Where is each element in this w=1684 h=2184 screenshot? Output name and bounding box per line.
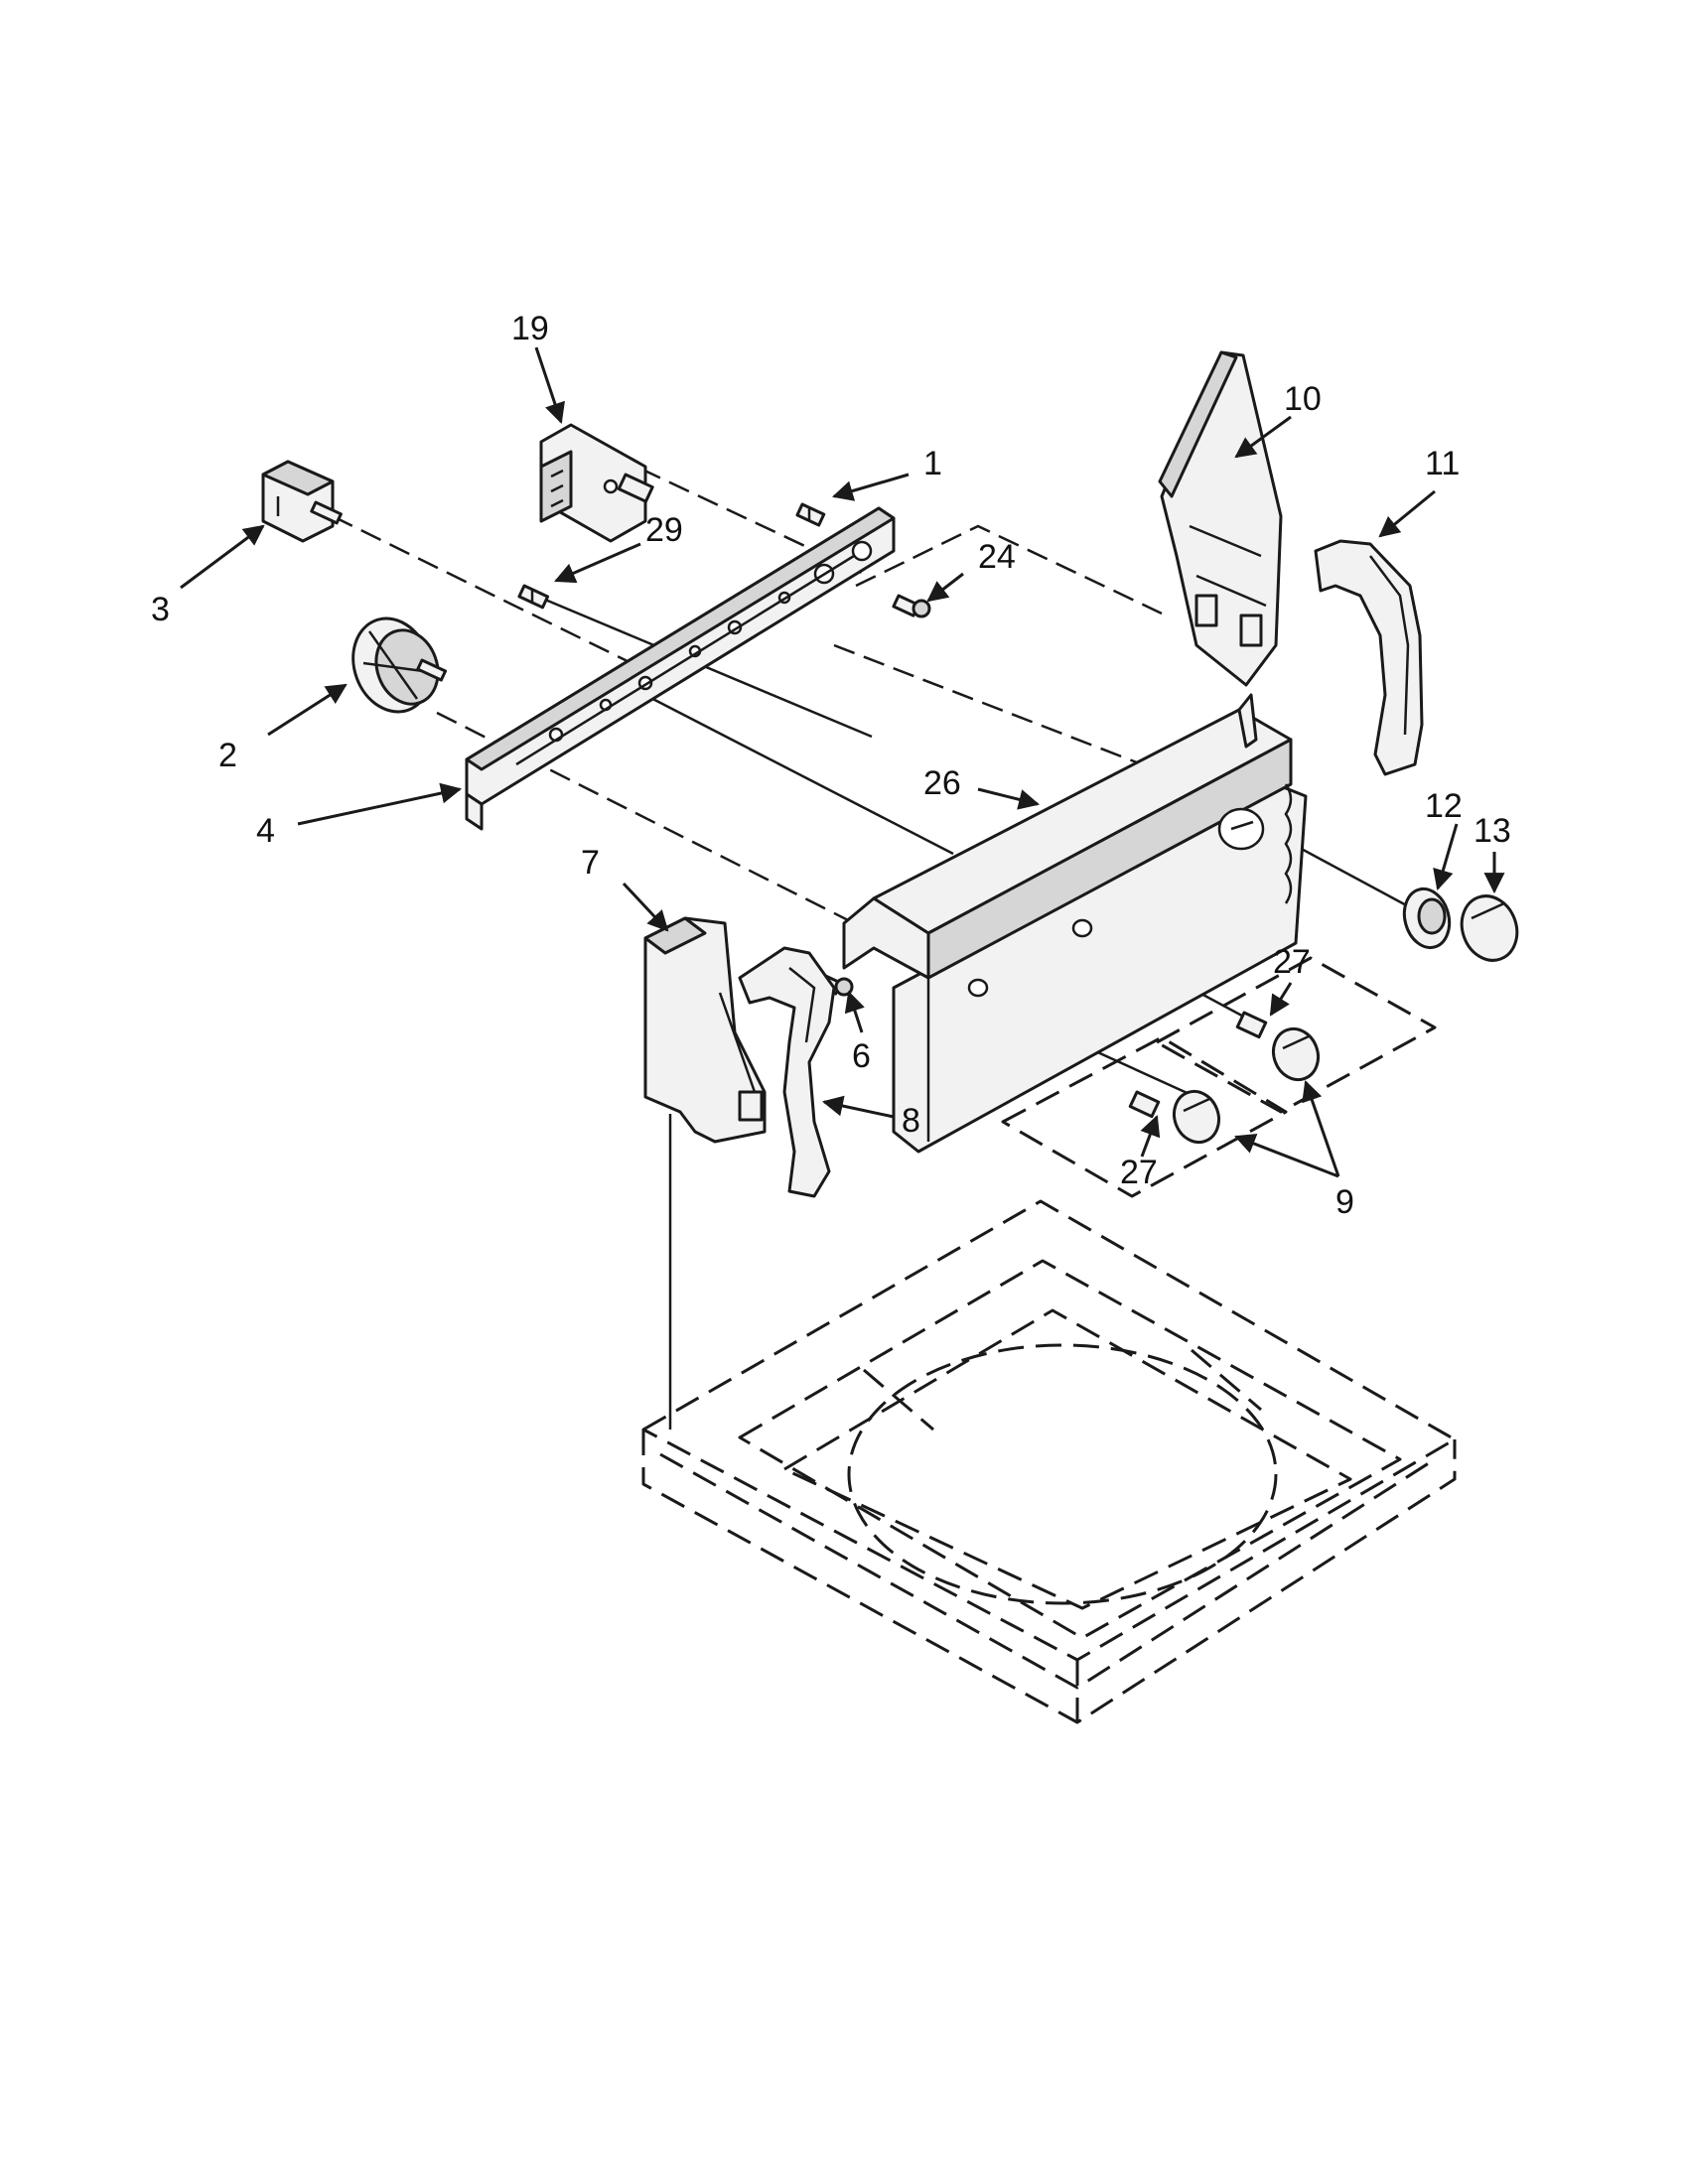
callout-6: 6 xyxy=(852,1037,871,1075)
callout-arrows xyxy=(180,346,1505,1178)
part-1-screw[interactable] xyxy=(795,502,826,527)
part-8-trim[interactable] xyxy=(738,946,836,1198)
part-9-knob-upper[interactable] xyxy=(1266,1023,1325,1086)
knob-box-upper xyxy=(1155,956,1437,1114)
part-13-knob[interactable] xyxy=(1453,888,1525,968)
part-29-screw[interactable] xyxy=(517,584,550,610)
part-27-spring-upper[interactable] xyxy=(1235,1011,1268,1039)
part-12-bezel[interactable] xyxy=(1398,884,1456,952)
callout-19: 19 xyxy=(511,310,549,347)
callout-2: 2 xyxy=(218,737,237,774)
part-3-switch[interactable] xyxy=(261,460,343,543)
callout-3: 3 xyxy=(151,591,170,628)
callout-12: 12 xyxy=(1425,787,1463,825)
part-19-pressure-switch[interactable] xyxy=(539,423,654,543)
part-2-timer[interactable] xyxy=(341,608,448,723)
callout-9: 9 xyxy=(1335,1183,1354,1221)
part-26-console[interactable] xyxy=(842,693,1308,1154)
knob-box-lower xyxy=(1001,1035,1288,1198)
part-24-screw[interactable] xyxy=(892,594,931,618)
part-10-end-cap[interactable] xyxy=(1158,350,1283,687)
part-4-control-bracket[interactable] xyxy=(465,506,896,831)
callout-10: 10 xyxy=(1284,380,1322,418)
part-27-spring-lower[interactable] xyxy=(1128,1090,1161,1119)
callout-labels: 19 10 1 11 29 3 24 2 26 12 13 4 7 27 6 8… xyxy=(151,310,1511,1221)
callout-27-upper: 27 xyxy=(1273,943,1311,981)
callout-24: 24 xyxy=(978,538,1016,576)
callout-4: 4 xyxy=(256,812,275,850)
callout-1: 1 xyxy=(923,445,942,482)
callout-26: 26 xyxy=(923,764,961,802)
part-9-knob-lower[interactable] xyxy=(1167,1085,1225,1149)
callout-29: 29 xyxy=(645,511,683,549)
part-11-trim[interactable] xyxy=(1314,539,1424,776)
callout-7: 7 xyxy=(581,844,600,882)
callout-13: 13 xyxy=(1474,812,1511,850)
callout-8: 8 xyxy=(902,1102,920,1140)
callout-11: 11 xyxy=(1425,445,1460,482)
callout-27-lower: 27 xyxy=(1120,1154,1158,1191)
cabinet-top-outline xyxy=(641,1199,1457,1724)
part-7-end-cap[interactable] xyxy=(643,916,767,1144)
